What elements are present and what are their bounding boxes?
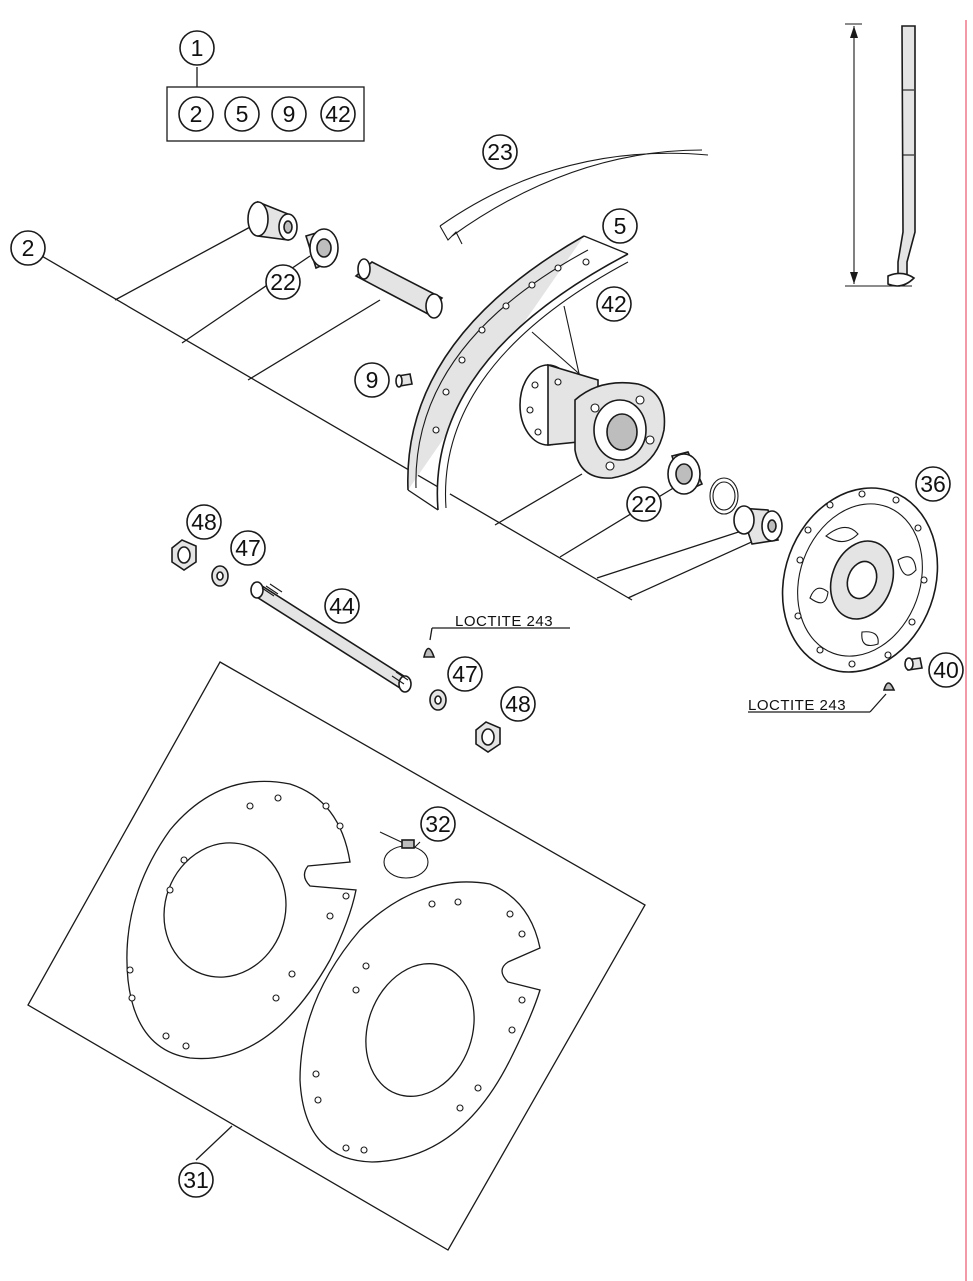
callout-48-bottom-label: 48	[505, 691, 531, 717]
callout-kit-5: 5	[224, 96, 260, 132]
callout-9: 9	[354, 362, 390, 398]
callout-36-label: 36	[920, 471, 946, 497]
cable-tie	[379, 831, 429, 879]
axle-assembly	[171, 539, 570, 753]
dimension-arrow-up	[850, 26, 858, 38]
callout-22-bottom: 22	[626, 486, 662, 522]
callout-kit-42-label: 42	[325, 101, 351, 127]
right-hub-parts	[667, 451, 783, 545]
callout-1: 1	[179, 30, 215, 66]
callout-9-label: 9	[366, 367, 379, 393]
callout-kit-9: 9	[271, 96, 307, 132]
dimension-arrow-down	[850, 272, 858, 284]
callout-42-label: 42	[601, 291, 627, 317]
spoke-drawing	[845, 23, 916, 287]
callout-2: 2	[10, 230, 46, 266]
callout-23: 23	[482, 134, 518, 170]
loctite-drop-disc	[882, 682, 896, 691]
callout-47-bottom-label: 47	[452, 661, 478, 687]
callout-31-label: 31	[183, 1167, 209, 1193]
spoke-line	[563, 305, 581, 379]
callout-42: 42	[596, 286, 632, 322]
spoke	[897, 25, 916, 283]
callout-40-label: 40	[933, 657, 959, 683]
sheet-outline	[27, 661, 646, 1251]
left-hub-parts	[247, 200, 444, 319]
callout-47-top: 47	[230, 530, 266, 566]
loctite-note-axle: LOCTITE 243	[455, 613, 553, 630]
disc-guard-sheet	[27, 661, 646, 1251]
callout-48-top-label: 48	[191, 509, 217, 535]
guard-plate-left	[126, 780, 357, 1060]
kit-frame	[166, 86, 365, 142]
callout-5-label: 5	[614, 213, 627, 239]
callout-31: 31	[178, 1162, 214, 1198]
callout-22-top-label: 22	[270, 269, 296, 295]
callout-kit-2: 2	[178, 96, 214, 132]
callout-48-bottom: 48	[500, 686, 536, 722]
callout-47-top-label: 47	[235, 535, 261, 561]
callout-22-bottom-label: 22	[631, 491, 657, 517]
callout-44-label: 44	[329, 593, 355, 619]
hub	[519, 363, 666, 479]
disc-bolt	[748, 657, 923, 713]
callouts: 1 2 5 9 42 2 22 23 5 42 9 22 36 48 47 44…	[10, 30, 964, 1198]
callout-32-label: 32	[425, 811, 451, 837]
callout-2-label: 2	[22, 235, 35, 261]
callout-23-label: 23	[487, 139, 513, 165]
callout-40: 40	[928, 652, 964, 688]
callout-22-top: 22	[265, 264, 301, 300]
rim-tape	[439, 149, 709, 245]
circlip	[709, 477, 739, 515]
callout-5: 5	[602, 208, 638, 244]
screw-9	[395, 373, 413, 388]
callout-32: 32	[420, 806, 456, 842]
callout-44: 44	[324, 588, 360, 624]
callout-36: 36	[915, 466, 951, 502]
callout-kit-9-label: 9	[283, 101, 296, 127]
axle-centerline	[27, 247, 633, 601]
loctite-note-disc: LOCTITE 243	[748, 697, 846, 714]
callout-48-top: 48	[186, 504, 222, 540]
notes: LOCTITE 243 LOCTITE 243	[455, 613, 846, 714]
spoke-nipple	[887, 272, 916, 287]
callout-kit-42: 42	[320, 96, 356, 132]
kit-box	[166, 67, 365, 142]
loctite-drop-axle	[422, 647, 436, 658]
callout-47-bottom: 47	[447, 656, 483, 692]
callout-1-label: 1	[191, 35, 204, 61]
callout-kit-2-label: 2	[190, 101, 203, 127]
callout-kit-5-label: 5	[236, 101, 249, 127]
brake-disc	[781, 487, 939, 673]
guard-plate-right	[299, 881, 541, 1163]
